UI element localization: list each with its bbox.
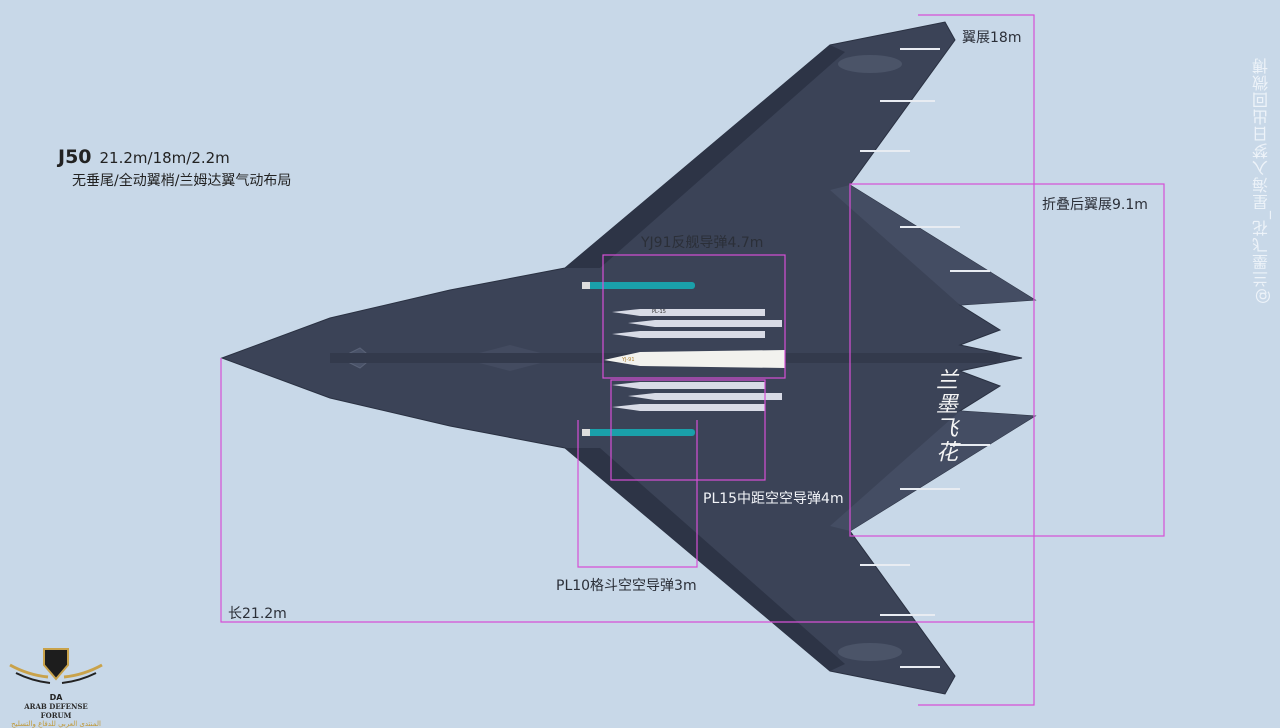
length-label: 长21.2m: [228, 606, 287, 622]
pl15-missile: [612, 309, 765, 316]
wingspan-label: 翼展18m: [962, 30, 1022, 46]
logo-arabic: المنتدى العربي للدفاع والتسليح: [11, 720, 101, 728]
dimension-lines: [220, 14, 1165, 706]
wing-trailing-stripes: [860, 48, 990, 668]
pl15-missile: [612, 404, 765, 411]
weibo-watermark: @兰墨飞花_星海入梦日出回微博: [1252, 57, 1271, 304]
pl10-missile-lower: [582, 429, 695, 436]
logo-initials: DA: [49, 693, 63, 702]
logo-name: ARAB DEFENSE FORUM: [24, 702, 88, 720]
pl15-missile: [612, 382, 765, 389]
aircraft-spec-header: J50 21.2m/18m/2.2m 无垂尾/全动翼梢/兰姆达翼气动布局: [58, 146, 291, 190]
folded-span-label: 折叠后翼展9.1m: [1042, 197, 1148, 213]
pl15-missile: [628, 320, 782, 327]
shield-wings-icon: [9, 648, 103, 684]
yj91-marking: YJ-91: [622, 357, 635, 363]
model-name: J50: [58, 146, 92, 168]
pl15-missile: [612, 331, 765, 338]
pl15-missile: [628, 393, 782, 400]
pl10-label: PL10格斗空空导弹3m: [556, 578, 697, 594]
pl10-missile-upper: [582, 282, 695, 289]
model-features: 无垂尾/全动翼梢/兰姆达翼气动布局: [72, 173, 292, 189]
artist-signature: 兰墨飞花: [932, 368, 957, 464]
model-dimensions: 21.2m/18m/2.2m: [99, 149, 230, 167]
pl15-label: PL15中距空空导弹4m: [703, 491, 844, 507]
missiles: [582, 282, 785, 436]
arab-defense-forum-logo: DA ARAB DEFENSE FORUM المنتدى العربي للد…: [8, 645, 104, 728]
yj91-label: YJ91反舰导弹4.7m: [641, 235, 764, 251]
pl15-marking: PL-15: [652, 309, 666, 315]
yj91-missile: [604, 350, 785, 368]
